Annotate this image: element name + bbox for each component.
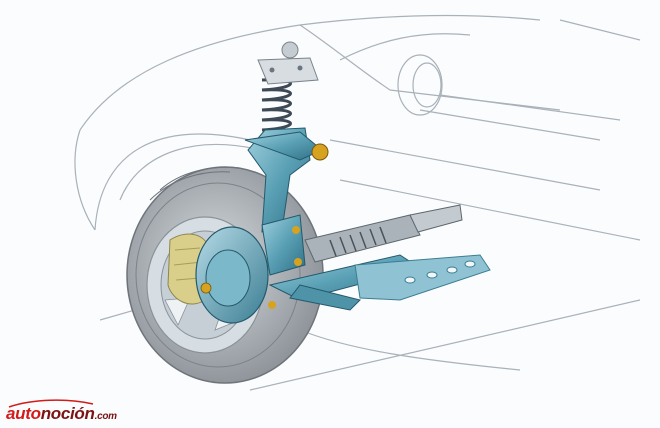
strut-and-knuckle bbox=[244, 127, 329, 276]
subframe-bracket bbox=[354, 254, 491, 301]
steering-rack bbox=[304, 204, 463, 263]
coil-spring bbox=[261, 78, 292, 132]
logo-text-domain: .com bbox=[94, 411, 117, 422]
strut-top-mount bbox=[257, 41, 319, 85]
logo-text-nocion: noción bbox=[40, 404, 95, 423]
logo-swoosh bbox=[8, 399, 94, 408]
autonocion-logo: autonoción.com bbox=[6, 399, 117, 423]
headlight bbox=[397, 54, 443, 116]
logo-text-auto: auto bbox=[6, 404, 41, 423]
brake-disc bbox=[195, 226, 269, 324]
